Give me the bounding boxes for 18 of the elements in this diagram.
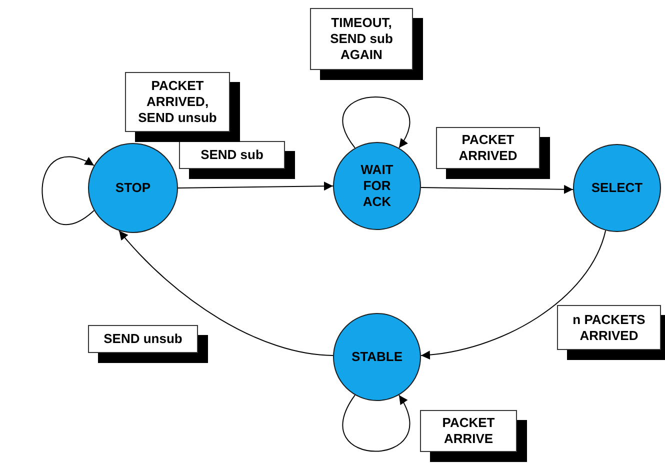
edge-label: SEND sub — [179, 141, 295, 179]
state-name: WAIT FOR ACK — [360, 162, 394, 210]
arrow — [342, 394, 410, 452]
arrow — [420, 230, 606, 360]
edge-label: SEND unsub — [88, 325, 208, 363]
arrow — [178, 182, 334, 191]
edge-label: PACKET ARRIVE — [420, 410, 527, 462]
state-circle — [88, 143, 178, 233]
arrow — [118, 230, 334, 356]
edge-label: TIMEOUT, SEND sub AGAIN — [310, 8, 423, 80]
edge-label: PACKET ARRIVED, SEND unsub — [125, 72, 240, 142]
arrow — [342, 96, 410, 148]
arrow — [420, 184, 574, 194]
state-name: SELECT — [591, 180, 643, 196]
edge-label: PACKET ARRIVED — [436, 127, 550, 179]
state-name: STABLE — [351, 349, 403, 365]
state-name: STOP — [115, 180, 151, 196]
arrow — [42, 156, 95, 226]
